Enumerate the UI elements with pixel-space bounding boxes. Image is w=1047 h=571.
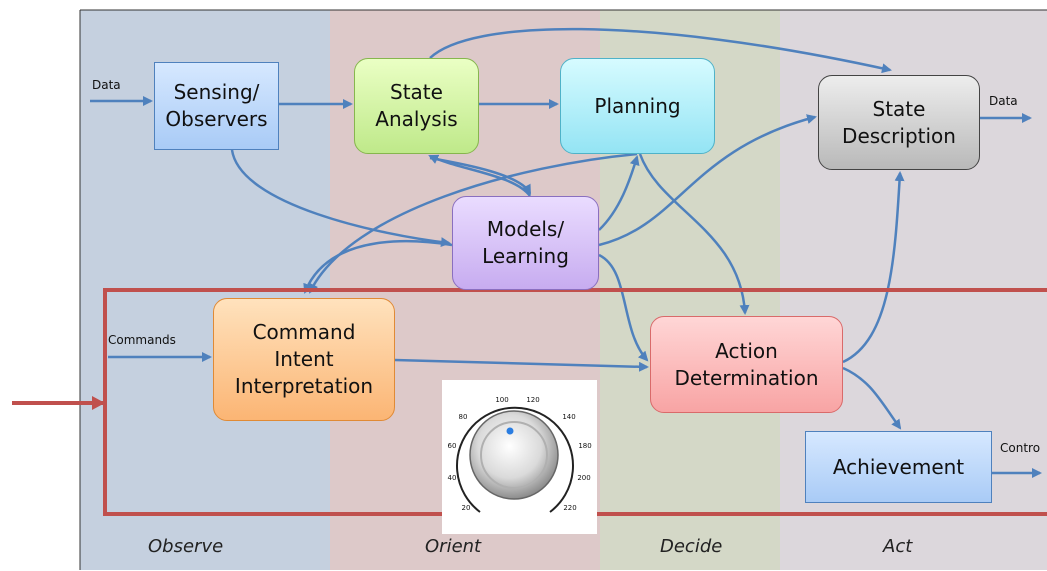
- arrow-planning-command: [308, 152, 638, 294]
- dial-tick-label: 220: [563, 504, 576, 512]
- achievement-box: Achievement: [805, 431, 992, 503]
- dial-tick-label: 140: [562, 413, 575, 421]
- arrow-state-models: [429, 156, 532, 195]
- phase-observe-label: Observe: [148, 536, 224, 557]
- phase-act-label: Act: [883, 536, 913, 557]
- arrow-action-achievement: [842, 366, 902, 430]
- box-label: Action Determination: [674, 338, 819, 390]
- box-label: Sensing/ Observers: [165, 80, 268, 131]
- planning-box: Planning: [560, 58, 715, 154]
- data-out-label: Data: [989, 94, 1018, 108]
- control-label: Contro: [1000, 441, 1041, 455]
- dial-tick-label: 100: [495, 396, 508, 404]
- dial-tick-label: 200: [577, 474, 590, 482]
- dial-tick-label: 20: [462, 504, 471, 512]
- arrow-models-planning: [598, 155, 640, 231]
- box-label: Achievement: [832, 454, 965, 479]
- phase-decide-label: Decide: [660, 536, 723, 557]
- arrow-models-description: [598, 114, 817, 247]
- dial-tick-label: 120: [526, 396, 539, 404]
- box-label: State Description: [842, 96, 956, 148]
- box-label: Models/ Learning: [482, 217, 569, 268]
- dial-scale-arc: [456, 406, 574, 513]
- dial-tick-label: 60: [448, 442, 457, 450]
- dial-indicator-dot: [506, 427, 514, 435]
- dial-tick-label: 180: [578, 442, 591, 450]
- dial-knob: [469, 410, 559, 500]
- commands-label: Commands: [108, 333, 176, 347]
- arrow-state-description: [429, 27, 892, 74]
- arrow-models-command: [303, 239, 453, 294]
- arrow-models-action: [598, 253, 649, 362]
- state-analysis-box: State Analysis: [354, 58, 479, 154]
- models-learning-box: Models/ Learning: [452, 196, 599, 290]
- arrow-planning-action: [638, 153, 750, 315]
- box-label: State Analysis: [375, 80, 458, 131]
- box-label: Command Intent Interpretation: [234, 320, 374, 398]
- box-label: Planning: [594, 93, 681, 118]
- dial-tick-label: 40: [448, 474, 457, 482]
- dial-tick-label: 80: [459, 413, 468, 421]
- command-intent-box: Command Intent Interpretation: [213, 298, 395, 421]
- action-determination-box: Action Determination: [650, 316, 843, 413]
- dial-image: 20 40 60 80 100 120 140 180 200 220: [442, 380, 597, 534]
- data-in-label: Data: [92, 78, 121, 92]
- state-description-box: State Description: [818, 75, 980, 170]
- sensing-observers-box: Sensing/ Observers: [154, 62, 279, 150]
- phase-orient-label: Orient: [425, 536, 482, 557]
- arrow-sensing-models: [230, 149, 451, 248]
- arrow-command-action: [394, 358, 649, 372]
